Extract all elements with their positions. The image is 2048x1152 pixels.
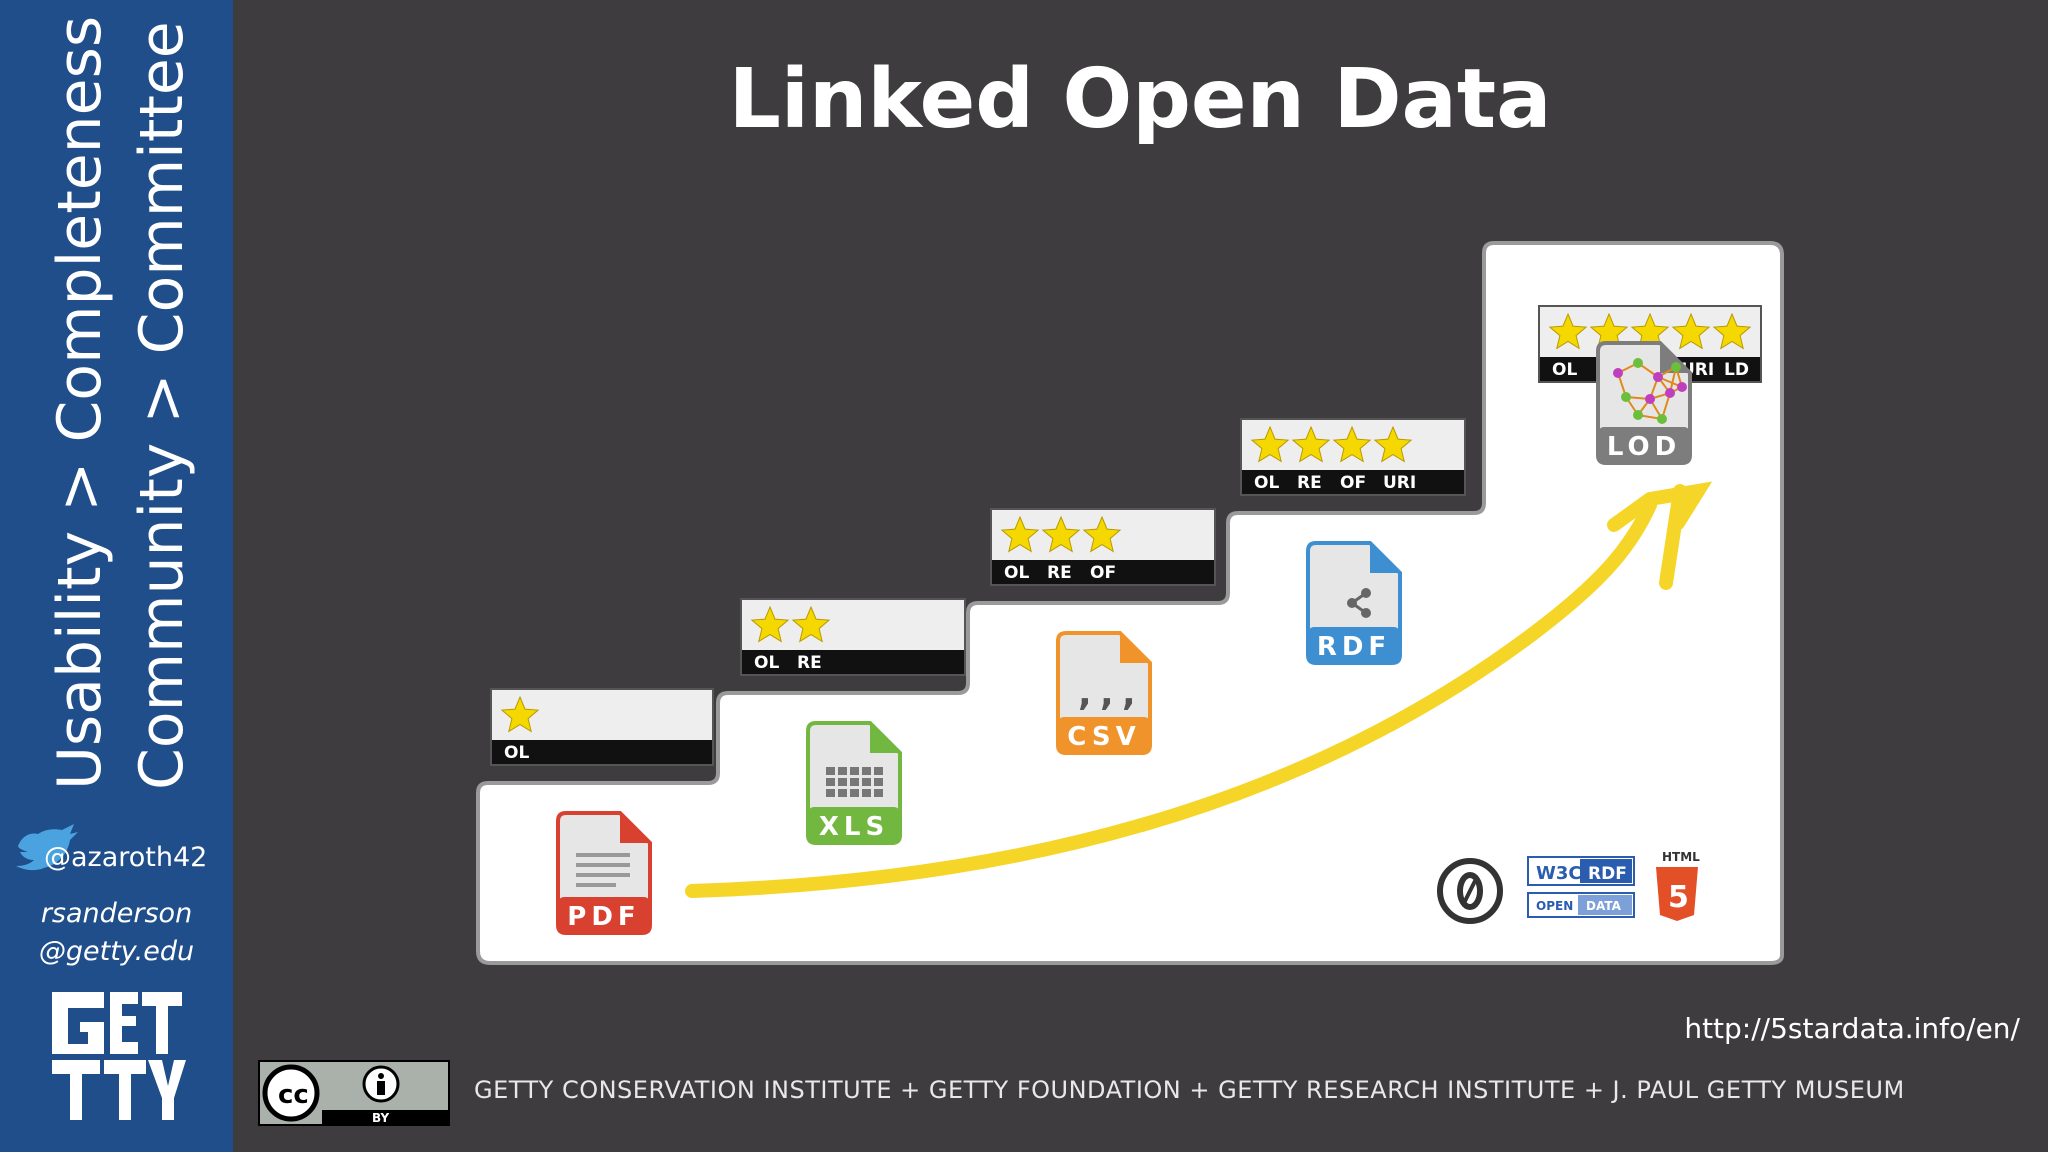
rating-box-4-star: OL RE OF URI <box>1240 418 1466 496</box>
star-icon <box>1548 312 1588 350</box>
star-icon <box>750 605 790 643</box>
progress-arrow <box>685 498 1657 898</box>
format-label: RDF <box>1317 632 1391 662</box>
code-label: OL <box>504 743 529 763</box>
five-star-staircase-diagram: OLOLREOLREOFOLREOFURIOLREOFURILD PDFXLSC… <box>476 241 1784 965</box>
format-label: PDF <box>567 902 640 932</box>
rdf-file-icon: RDF <box>1306 541 1402 665</box>
tagline-community: Community > Committee <box>127 21 197 790</box>
rating-box-3-star: OL RE OF <box>990 508 1216 586</box>
w3c-text: W3C <box>1536 863 1582 884</box>
xls-file-icon: XLS <box>806 721 902 845</box>
star-icon <box>791 605 831 643</box>
twitter-bird-icon <box>16 824 78 871</box>
open-text: OPEN <box>1536 899 1573 913</box>
code-label: OL <box>1552 360 1577 380</box>
star-icon <box>1250 425 1290 463</box>
html5-num: 5 <box>1668 880 1689 915</box>
sidebar: Usability > Completeness Community > Com… <box>0 0 233 1152</box>
slide-title: Linked Open Data <box>728 52 1552 147</box>
twitter-handle[interactable]: @azaroth42 <box>44 842 208 873</box>
code-label: LD <box>1724 360 1749 380</box>
code-label: OL <box>1254 473 1279 493</box>
code-label: OF <box>1090 563 1116 583</box>
star-icon <box>500 695 540 733</box>
star-icon <box>1291 425 1331 463</box>
source-url[interactable]: http://5stardata.info/en/ <box>1684 1012 2020 1045</box>
quote-glyph: , <box>1100 673 1114 714</box>
getty-logo <box>52 992 186 1120</box>
format-label: XLS <box>819 812 889 842</box>
html5-badge: HTML 5 <box>1656 850 1700 921</box>
code-label: OL <box>1004 563 1029 583</box>
cc0-badge <box>1437 858 1503 924</box>
code-label: URI <box>1383 473 1416 493</box>
w3c-rdf-badge: W3C RDF OPEN DATA <box>1527 856 1635 918</box>
email-domain: @getty.edu <box>38 936 195 967</box>
star-icon <box>1712 312 1752 350</box>
format-label: LOD <box>1607 432 1681 462</box>
rating-box-1-star: OL <box>490 688 714 766</box>
star-icon <box>1671 312 1711 350</box>
footer-institutions: GETTY CONSERVATION INSTITUTE + GETTY FOU… <box>474 1076 1905 1104</box>
by-text: BY <box>372 1111 389 1125</box>
format-label: CSV <box>1067 722 1140 752</box>
csv-file-icon: CSV,,, <box>1056 631 1152 755</box>
code-label: RE <box>797 653 822 673</box>
code-label: RE <box>1297 473 1322 493</box>
arrow-head <box>1607 481 1713 590</box>
star-icon <box>1373 425 1413 463</box>
rating-box-2-star: OL RE <box>740 598 966 676</box>
rdf-badge-text: RDF <box>1588 864 1627 884</box>
star-icon <box>1000 515 1040 553</box>
pdf-file-icon: PDF <box>556 811 652 935</box>
email-user: rsanderson <box>40 898 193 929</box>
code-label: OF <box>1340 473 1366 493</box>
lod-file-icon: LOD <box>1596 341 1692 465</box>
star-icon <box>1041 515 1081 553</box>
cc-text: cc <box>278 1080 309 1110</box>
quote-glyph: , <box>1078 673 1092 714</box>
data-text: DATA <box>1586 899 1622 913</box>
quote-glyph: , <box>1122 673 1136 714</box>
staircase-panel <box>476 241 1784 965</box>
star-icon <box>1332 425 1372 463</box>
code-label: RE <box>1047 563 1072 583</box>
code-label: OL <box>754 653 779 673</box>
tagline-usability: Usability > Completeness <box>45 15 115 790</box>
cc-by-license-badge[interactable]: cc BY <box>258 1060 450 1126</box>
star-icon <box>1082 515 1122 553</box>
html-text: HTML <box>1662 850 1700 864</box>
